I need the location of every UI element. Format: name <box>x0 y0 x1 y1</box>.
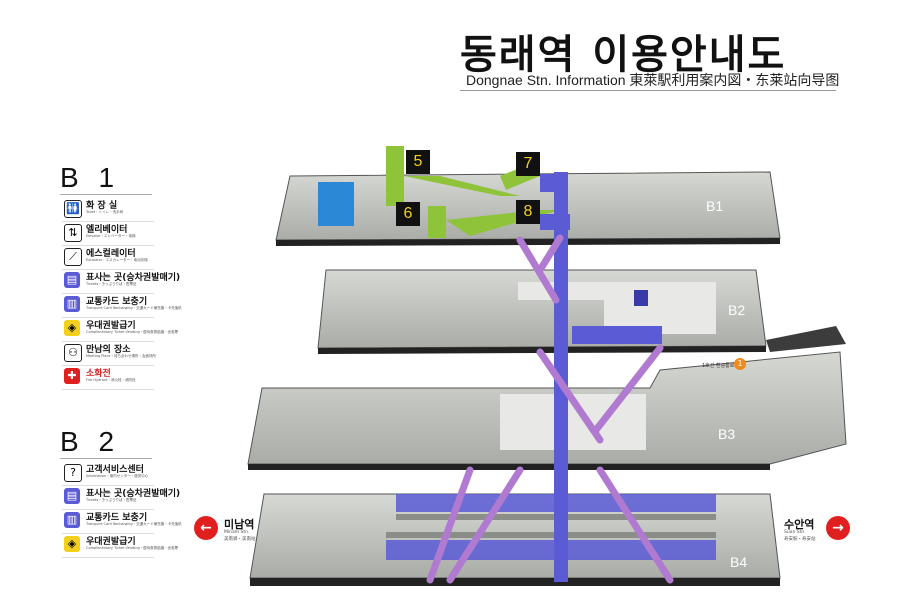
legend-label: 엘리베이터 <box>86 225 128 235</box>
floor-label-b4: B4 <box>730 554 748 570</box>
legend-separator <box>62 269 154 270</box>
legend-label: 우대권발급기 <box>86 321 136 331</box>
card-recharge-icon: ▥ <box>64 512 80 528</box>
legend-label: 고객서비스센터 <box>86 465 144 475</box>
b4-platform-edge-lower <box>386 532 716 538</box>
legend-separator <box>62 245 154 246</box>
b2-ticket-machine <box>634 290 648 306</box>
legend-separator <box>62 533 154 534</box>
legend-item-ticket: ▤ 표사는 곳(승차권발매기)Tickets・きっぷうりば・售票处 <box>62 270 180 294</box>
b1-green-passage-a <box>404 176 520 196</box>
legend-sublabel: Elevator・エレベーター・电梯 <box>86 234 136 238</box>
elevator-icon: ⇅ <box>64 224 82 242</box>
meeting-place-icon: ⚇ <box>64 344 82 362</box>
floor-label-b3: B3 <box>718 426 736 442</box>
legend-separator <box>62 317 154 318</box>
floor-b2 <box>317 269 846 354</box>
exit-minam-en: Minam Stn. <box>224 530 250 535</box>
exit-minam-name: 미남역 <box>224 518 255 531</box>
legend-label: 교통카드 보충기 <box>86 513 148 523</box>
page-subtitle: Dongnae Stn. Information 東萊駅利用案内図・东莱站向导图 <box>466 72 840 88</box>
exit-minam-cn: 美南驿・美南站 <box>224 537 256 542</box>
exit-7-badge: 7 <box>516 152 540 176</box>
legend-separator <box>62 341 154 342</box>
legend-separator <box>62 557 154 558</box>
legend-sublabel: Transport Card Recharging・交通カード補充機・卡充值机 <box>86 306 182 310</box>
legend-label: 교통카드 보충기 <box>86 297 148 307</box>
escalator-links <box>426 234 674 584</box>
exit-8-badge: 8 <box>516 200 540 224</box>
legend-sublabel: Complimentary Ticket Vending・優待券発給機・优惠票 <box>86 546 179 550</box>
legend-b1-divider <box>60 194 152 195</box>
ticket-icon: ▤ <box>64 272 80 288</box>
legend-sublabel: Fire Hydrant・消火栓・消防栓 <box>86 378 136 382</box>
info-center-icon: ? <box>64 464 82 482</box>
complimentary-ticket-icon: ◈ <box>64 536 80 552</box>
page-title: 동래역 이용안내도 <box>460 32 787 78</box>
legend-b2-divider <box>60 458 152 459</box>
line-1-badge: 1 <box>734 358 746 370</box>
arrow-right-icon: → <box>826 516 850 540</box>
b2-info-center <box>572 326 662 344</box>
ticket-icon: ▤ <box>64 488 80 504</box>
title-divider <box>460 90 836 91</box>
legend-label: 에스컬레이터 <box>86 249 136 259</box>
legend-label: 우대권발급기 <box>86 537 136 547</box>
legend-separator <box>62 221 154 222</box>
exit-5-stair <box>386 146 404 206</box>
complimentary-ticket-icon: ◈ <box>64 320 80 336</box>
transfer-corridor <box>766 326 846 352</box>
legend-sublabel: Information・案内センター・服务中心 <box>86 474 149 478</box>
exit-6-badge: 6 <box>396 202 420 226</box>
legend-sublabel: Transport Card Recharging・交通カード補充機・卡充值机 <box>86 522 182 526</box>
legend-item-ticket: ▤ 표사는 곳(승차권발매기)Tickets・きっぷうりば・售票处 <box>62 486 180 510</box>
legend-sublabel: Complimentary Ticket Vending・優待券発給機・优惠票 <box>86 330 179 334</box>
floor-b4 <box>249 493 781 586</box>
legend-label: 만남의 장소 <box>86 345 131 355</box>
legend-separator <box>62 485 154 486</box>
legend-label: 화 장 실 <box>86 201 118 211</box>
exit-5-badge: 5 <box>406 150 430 174</box>
legend-sublabel: Tickets・きっぷうりば・售票处 <box>86 498 137 502</box>
floor-label-b2: B2 <box>728 302 746 318</box>
card-recharge-icon: ▥ <box>64 296 80 312</box>
exit-suan-en: Suan Stn. <box>784 530 806 535</box>
transfer-sign-label: 1호선 환승통로 <box>702 363 735 369</box>
legend-separator <box>62 293 154 294</box>
legend-separator <box>62 389 154 390</box>
legend-label: 소화전 <box>86 369 111 379</box>
legend-sublabel: Escalator・エスカレーター・电动扶梯 <box>86 258 148 262</box>
legend-separator <box>62 365 154 366</box>
legend-b2-heading: B 2 <box>60 426 121 457</box>
legend-separator <box>62 509 154 510</box>
toilet-icon: 🚻 <box>64 200 82 218</box>
legend-label: 표사는 곳(승차권발매기) <box>86 273 181 283</box>
legend-sublabel: Tickets・きっぷうりば・售票处 <box>86 282 137 286</box>
floor-b3 <box>247 351 847 470</box>
exit-suan-name: 수안역 <box>784 518 815 531</box>
floor-label-b1: B1 <box>706 198 724 214</box>
b1-restroom-area <box>318 182 354 226</box>
exit-suan-cn: 寿安駅・寿安站 <box>784 537 816 542</box>
arrow-left-icon: ← <box>194 516 218 540</box>
legend-b1-heading: B 1 <box>60 162 121 193</box>
escalator-icon: ⟋ <box>64 248 82 266</box>
legend-label: 표사는 곳(승차권발매기) <box>86 489 181 499</box>
fire-hydrant-icon: ✚ <box>64 368 80 384</box>
legend-sublabel: Toilet・トイレ・洗手间 <box>86 210 124 214</box>
legend-sublabel: Meeting Place・待ち合わせ場所・会面场所 <box>86 354 157 358</box>
exit-6-stair <box>428 206 446 238</box>
